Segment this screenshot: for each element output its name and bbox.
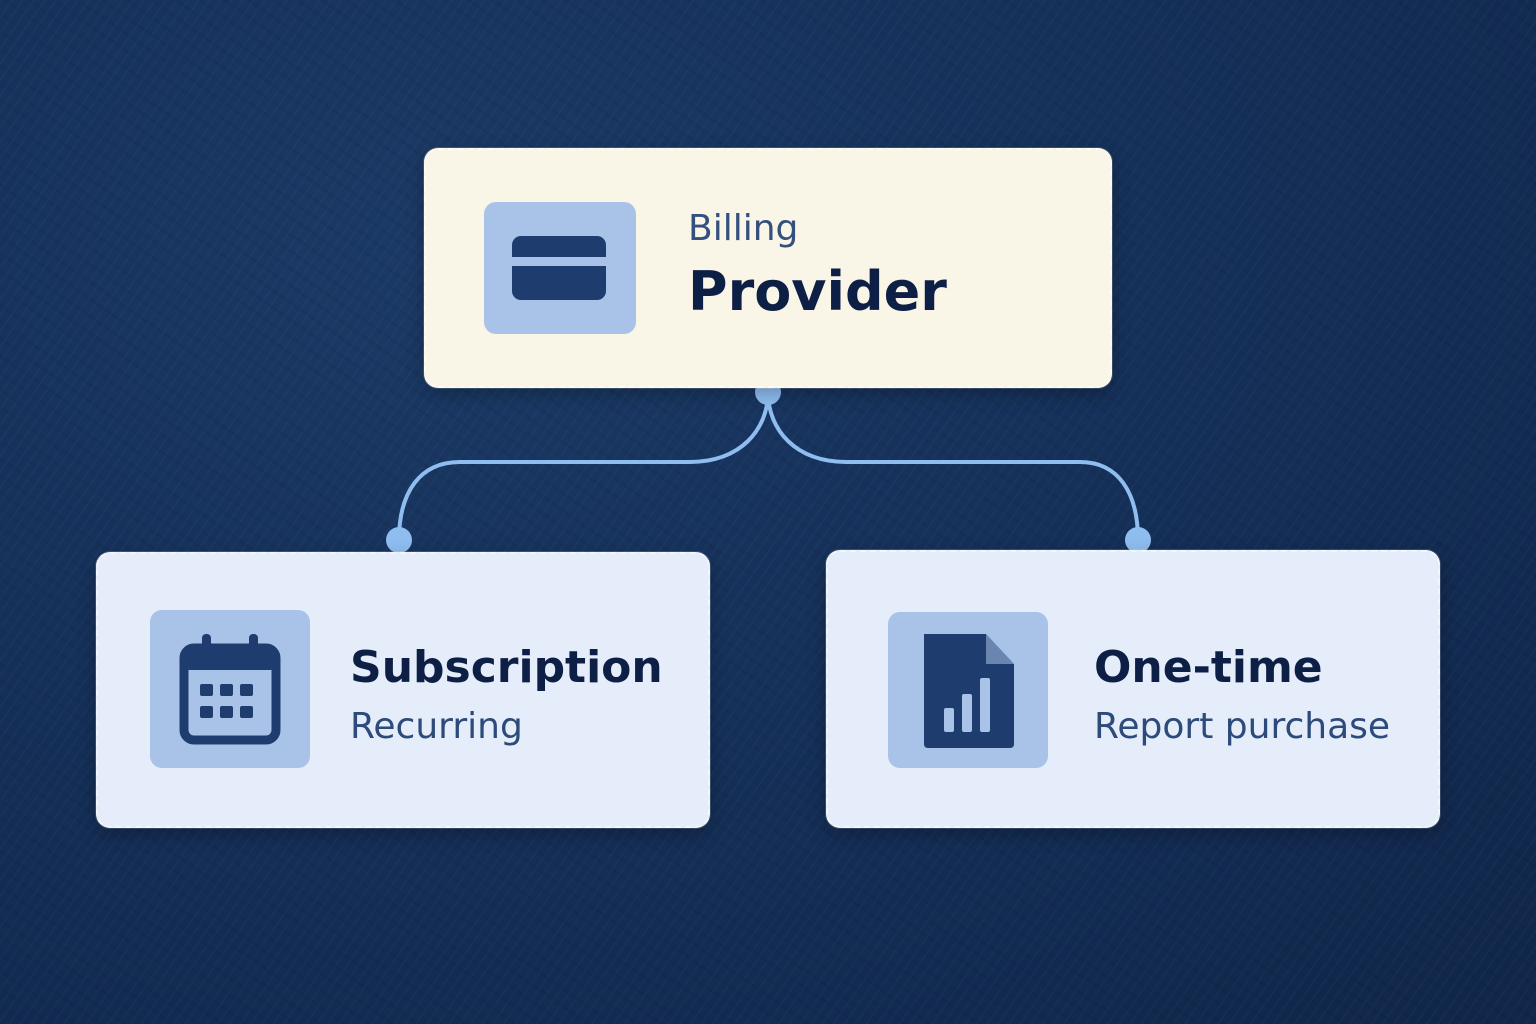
provider-card: Billing Provider <box>424 148 1112 388</box>
subscription-title: Subscription <box>350 642 663 693</box>
provider-title: Provider <box>688 260 947 323</box>
provider-eyebrow: Billing <box>688 208 799 249</box>
one-time-card: One-time Report purchase <box>826 550 1440 828</box>
credit-card-icon <box>484 202 636 334</box>
subscription-subtitle: Recurring <box>350 706 523 747</box>
connector-node-one-time <box>1125 527 1151 553</box>
subscription-card: Subscription Recurring <box>96 552 710 828</box>
one-time-subtitle: Report purchase <box>1094 706 1391 747</box>
report-chart-icon <box>888 612 1048 768</box>
connector-node-subscription <box>386 527 412 553</box>
one-time-title: One-time <box>1094 642 1323 693</box>
connector-to-one-time <box>766 390 1140 542</box>
connector-to-subscription <box>397 390 770 542</box>
calendar-icon <box>150 610 310 768</box>
